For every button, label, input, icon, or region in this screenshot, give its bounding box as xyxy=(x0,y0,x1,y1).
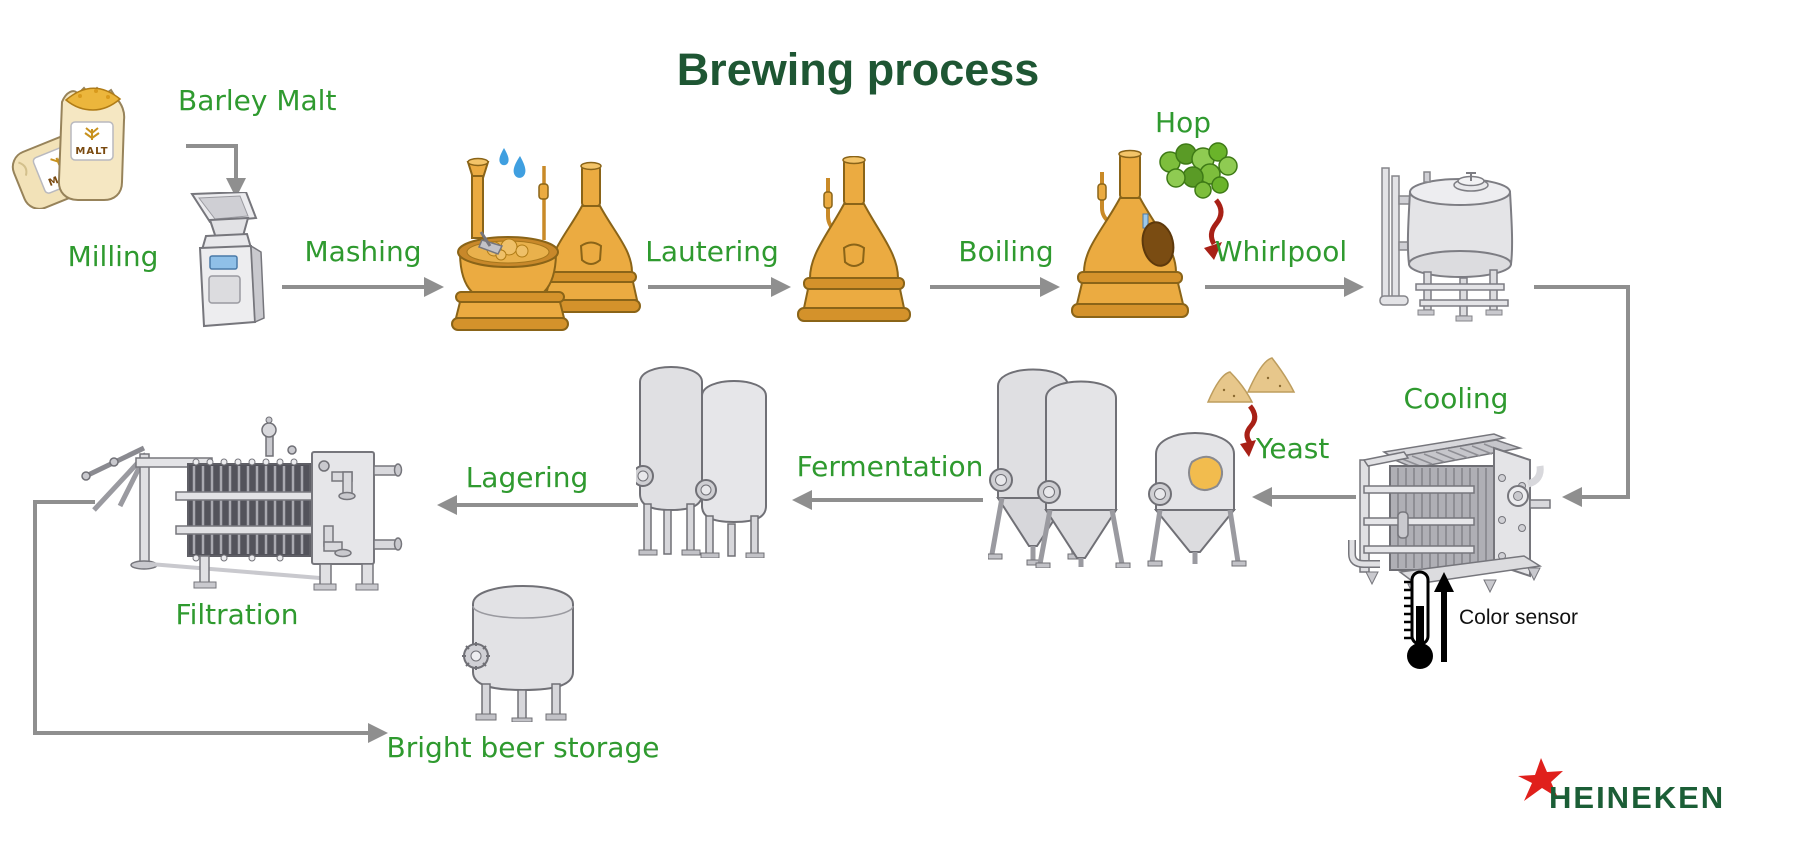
label-milling: Milling xyxy=(67,240,159,273)
mashing-vessels-illustration xyxy=(451,148,641,331)
hop-cones-icon xyxy=(1159,142,1238,199)
arrow-whirlpool-to-cooling xyxy=(1534,285,1630,507)
hop-addition-arrow-icon xyxy=(1204,198,1224,260)
water-drops-icon xyxy=(499,148,526,178)
color-sensor-icon xyxy=(1404,570,1454,669)
label-color-sensor: Color sensor xyxy=(1459,606,1579,629)
barley-malt-bags-illustration: MALT MALT xyxy=(11,86,126,209)
label-hop: Hop xyxy=(1155,106,1211,139)
boiling-kettle-illustration xyxy=(1071,142,1238,318)
lagering-tank-front xyxy=(695,380,767,558)
label-fermentation: Fermentation xyxy=(796,450,984,483)
malt-bag-back-text: MALT xyxy=(75,146,108,157)
whirlpool-tank-illustration xyxy=(1379,167,1514,322)
lagering-tank-back xyxy=(636,366,703,556)
lauter-tun-illustration xyxy=(797,156,911,322)
label-bright-beer-storage: Bright beer storage xyxy=(386,731,660,764)
lagering-tanks-illustration xyxy=(636,366,767,558)
fermenter-yeast-tank xyxy=(1147,432,1247,567)
label-cooling: Cooling xyxy=(1403,382,1509,415)
bright-beer-tank-illustration xyxy=(462,585,574,722)
arrow-barley-to-milling xyxy=(186,144,246,198)
malt-bag-back: MALT xyxy=(57,86,126,201)
label-lautering: Lautering xyxy=(645,235,779,268)
yeast-addition-arrow-icon xyxy=(1240,404,1258,457)
filtration-press-illustration xyxy=(81,416,403,591)
label-lagering: Lagering xyxy=(465,461,589,494)
heineken-star-icon xyxy=(1518,758,1563,801)
mash-tun-front xyxy=(451,157,569,331)
fermenter-tall-front xyxy=(1035,380,1131,568)
arrow-filtration-to-storage xyxy=(33,500,388,743)
heineken-wordmark: HEINEKEN xyxy=(1549,780,1726,815)
milling-machine-illustration xyxy=(190,192,265,328)
label-whirlpool: Whirlpool xyxy=(1214,235,1348,268)
mash-kettle-back xyxy=(541,161,641,313)
label-boiling: Boiling xyxy=(958,235,1054,268)
label-barley-malt: Barley Malt xyxy=(178,84,337,117)
fermentation-tanks-illustration xyxy=(988,357,1296,568)
label-filtration: Filtration xyxy=(175,598,299,631)
yeast-piles-icon xyxy=(1206,357,1296,403)
label-yeast: Yeast xyxy=(1256,432,1330,465)
page-title: Brewing process xyxy=(676,44,1040,95)
cooling-heat-exchanger-illustration xyxy=(1348,433,1551,598)
label-mashing: Mashing xyxy=(304,235,422,268)
